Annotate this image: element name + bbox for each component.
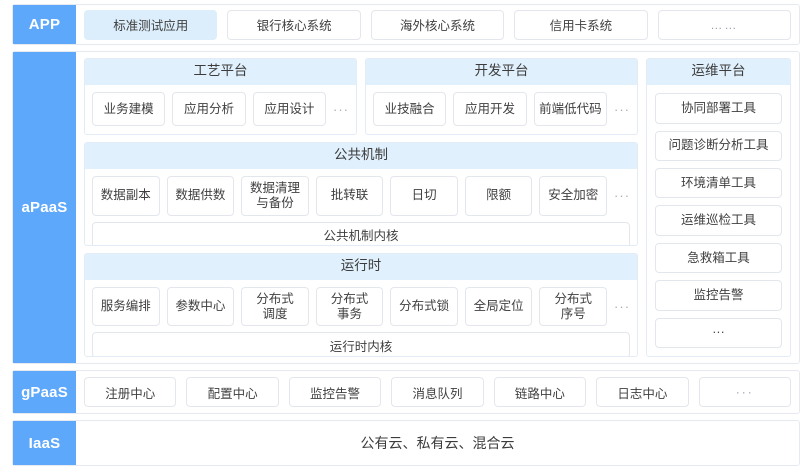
dev-platform-chip-row: 业技融合应用开发前端低代码 ··· bbox=[373, 92, 630, 127]
iaas-layer-row: IaaS 公有云、私有云、混合云 bbox=[12, 420, 800, 466]
common-mechanism-kernel-bar[interactable]: 公共机制内核 bbox=[92, 221, 630, 246]
common-mechanism-chip[interactable]: 数据副本 bbox=[92, 176, 160, 216]
common-mechanism-ellipsis: ··· bbox=[614, 188, 631, 204]
app-chip[interactable]: …… bbox=[657, 9, 792, 40]
runtime-chip-row: 服务编排参数中心分布式 调度分布式 事务分布式锁全局定位分布式 序号 ··· bbox=[92, 286, 631, 327]
app-chip[interactable]: 银行核心系统 bbox=[227, 9, 361, 40]
gpaas-layer-items: 注册中心配置中心监控告警消息队列链路中心日志中心 ··· bbox=[76, 371, 799, 413]
app-layer-items: 标准测试应用银行核心系统海外核心系统信用卡系统 …… bbox=[76, 5, 799, 44]
panel-common-mechanism: 公共机制 数据副本数据供数数据清理 与备份批转联日切限额安全加密 ··· 公共机制… bbox=[84, 142, 638, 247]
runtime-chip[interactable]: 分布式 调度 bbox=[241, 286, 309, 327]
gpaas-chip[interactable]: 配置中心 bbox=[186, 377, 279, 407]
apaas-layer-body: 工艺平台 业务建模应用分析应用设计 ··· 开发平台 业技融合应用开发前端低代码 ·… bbox=[76, 52, 799, 363]
craft-platform-chip[interactable]: 应用设计 bbox=[252, 92, 326, 127]
gpaas-chip[interactable]: 注册中心 bbox=[84, 377, 177, 407]
dev-platform-ellipsis: ··· bbox=[613, 101, 630, 117]
common-mechanism-chip[interactable]: 限额 bbox=[464, 176, 533, 216]
iaas-cloud-types: 公有云、私有云、混合云 bbox=[360, 435, 515, 451]
panel-body-common-mechanism: 数据副本数据供数数据清理 与备份批转联日切限额安全加密 ··· 公共机制内核 bbox=[85, 169, 637, 246]
runtime-chip[interactable]: 参数中心 bbox=[166, 286, 235, 327]
ops-platform-chip[interactable]: 协同部署工具 bbox=[655, 93, 782, 124]
iaas-layer-body: 公有云、私有云、混合云 bbox=[76, 421, 799, 465]
common-mechanism-chip[interactable]: 数据清理 与备份 bbox=[241, 176, 309, 216]
gpaas-chip[interactable]: 消息队列 bbox=[391, 377, 484, 407]
runtime-kernel-bar[interactable]: 运行时内核 bbox=[92, 332, 630, 356]
gpaas-chip[interactable]: 日志中心 bbox=[596, 377, 689, 407]
app-layer-label: APP bbox=[13, 5, 76, 45]
common-mechanism-chip[interactable]: 日切 bbox=[390, 176, 458, 216]
app-chip[interactable]: 标准测试应用 bbox=[84, 9, 218, 40]
craft-platform-chip-row: 业务建模应用分析应用设计 ··· bbox=[92, 92, 349, 127]
panel-craft-platform: 工艺平台 业务建模应用分析应用设计 ··· bbox=[84, 58, 357, 136]
panel-body-runtime: 服务编排参数中心分布式 调度分布式 事务分布式锁全局定位分布式 序号 ··· 运行… bbox=[85, 280, 637, 356]
apaas-left-column: 工艺平台 业务建模应用分析应用设计 ··· 开发平台 业技融合应用开发前端低代码 ·… bbox=[84, 58, 638, 357]
craft-platform-chip[interactable]: 应用分析 bbox=[172, 92, 246, 127]
ops-platform-chip[interactable]: 急救箱工具 bbox=[655, 242, 782, 274]
runtime-chip[interactable]: 全局定位 bbox=[464, 286, 533, 327]
ops-platform-chip[interactable]: 运维巡检工具 bbox=[655, 205, 782, 236]
panel-dev-platform: 开发平台 业技融合应用开发前端低代码 ··· bbox=[365, 58, 638, 136]
gpaas-chip[interactable]: ··· bbox=[698, 377, 791, 407]
app-chip[interactable]: 海外核心系统 bbox=[370, 9, 505, 40]
gpaas-chip[interactable]: 监控告警 bbox=[288, 377, 382, 407]
panel-title-ops-platform: 运维平台 bbox=[647, 59, 790, 86]
common-mechanism-chip-row: 数据副本数据供数数据清理 与备份批转联日切限额安全加密 ··· bbox=[92, 176, 630, 216]
panel-ops-platform: 运维平台 协同部署工具问题诊断分析工具环境清单工具运维巡检工具急救箱工具监控告警… bbox=[646, 58, 791, 357]
common-mechanism-chip[interactable]: 安全加密 bbox=[539, 176, 608, 216]
apaas-layer-row: aPaaS 工艺平台 业务建模应用分析应用设计 ··· 开发平台 bbox=[12, 51, 800, 364]
app-chip[interactable]: 信用卡系统 bbox=[514, 9, 648, 40]
gpaas-chip[interactable]: 链路中心 bbox=[493, 377, 587, 407]
runtime-chip[interactable]: 分布式 序号 bbox=[539, 286, 608, 327]
runtime-ellipsis: ··· bbox=[614, 299, 631, 315]
panel-body-craft-platform: 业务建模应用分析应用设计 ··· bbox=[85, 85, 356, 134]
apaas-platform-row: 工艺平台 业务建模应用分析应用设计 ··· 开发平台 业技融合应用开发前端低代码 ·… bbox=[84, 58, 638, 136]
runtime-chip[interactable]: 服务编排 bbox=[92, 286, 160, 327]
panel-title-runtime: 运行时 bbox=[85, 254, 637, 280]
ops-platform-chip[interactable]: ··· bbox=[655, 317, 782, 349]
dev-platform-chip[interactable]: 应用开发 bbox=[453, 92, 527, 127]
runtime-chip[interactable]: 分布式锁 bbox=[390, 286, 458, 327]
ops-platform-chip[interactable]: 监控告警 bbox=[655, 280, 782, 311]
dev-platform-chip[interactable]: 业技融合 bbox=[373, 92, 447, 127]
panel-title-dev-platform: 开发平台 bbox=[366, 59, 637, 86]
ops-platform-chip[interactable]: 问题诊断分析工具 bbox=[655, 130, 782, 162]
dev-platform-chip[interactable]: 前端低代码 bbox=[533, 92, 607, 127]
apaas-layer-label: aPaaS bbox=[13, 52, 76, 363]
common-mechanism-chip[interactable]: 批转联 bbox=[315, 176, 384, 216]
panel-title-common-mechanism: 公共机制 bbox=[85, 143, 637, 170]
gpaas-layer-label: gPaaS bbox=[13, 371, 76, 413]
craft-platform-chip[interactable]: 业务建模 bbox=[92, 92, 166, 127]
iaas-layer-label: IaaS bbox=[13, 421, 76, 465]
common-mechanism-chip[interactable]: 数据供数 bbox=[166, 176, 235, 216]
panel-title-craft-platform: 工艺平台 bbox=[85, 59, 356, 86]
panel-body-dev-platform: 业技融合应用开发前端低代码 ··· bbox=[366, 85, 637, 134]
craft-platform-ellipsis: ··· bbox=[332, 101, 349, 117]
app-layer-row: APP 标准测试应用银行核心系统海外核心系统信用卡系统 …… bbox=[12, 4, 800, 46]
apaas-right-column: 运维平台 协同部署工具问题诊断分析工具环境清单工具运维巡检工具急救箱工具监控告警… bbox=[646, 58, 791, 357]
runtime-chip[interactable]: 分布式 事务 bbox=[315, 286, 384, 327]
ops-platform-chip[interactable]: 环境清单工具 bbox=[655, 168, 782, 199]
gpaas-layer-row: gPaaS 注册中心配置中心监控告警消息队列链路中心日志中心 ··· bbox=[12, 370, 800, 414]
panel-runtime: 运行时 服务编排参数中心分布式 调度分布式 事务分布式锁全局定位分布式 序号 ··… bbox=[84, 253, 638, 357]
panel-body-ops-platform: 协同部署工具问题诊断分析工具环境清单工具运维巡检工具急救箱工具监控告警 ··· bbox=[647, 85, 790, 356]
